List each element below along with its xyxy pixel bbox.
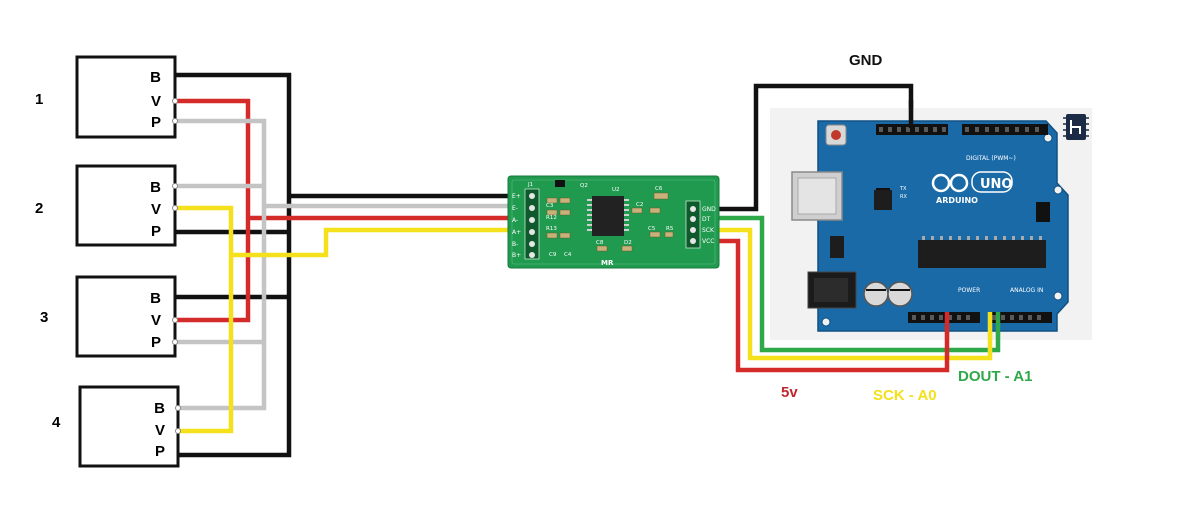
hx711-pin-label: SCK [702, 227, 715, 234]
atmega-chip [918, 240, 1046, 268]
wire-yellow-sck [705, 227, 993, 361]
hx711-pin-label: DT [702, 216, 711, 223]
hx711-pin-label: A+ [512, 229, 521, 236]
hx711-pin-label: VCC [702, 238, 714, 245]
component-label: R5 [666, 226, 674, 232]
5v-label: 5v [781, 384, 798, 401]
hx711-pin-label: B+ [512, 252, 521, 259]
wire-black-cell1-b [175, 72, 292, 458]
component-label: C8 [596, 240, 604, 246]
pin-label-b: B [154, 400, 165, 417]
arduino-model: UNO [980, 177, 1013, 192]
component-label: C3 [546, 203, 554, 209]
pin-label-p: P [151, 223, 161, 240]
wire-yellow-bus-a-plus [231, 227, 511, 258]
capacitor [863, 281, 889, 307]
hx711-pin-label: GND [702, 206, 716, 213]
component-label: U2 [612, 187, 620, 193]
pin-label-v: V [151, 312, 161, 329]
transistor-q2 [555, 180, 565, 187]
hx711-pin-label: E- [512, 205, 518, 212]
load-cell-number: 1 [35, 91, 43, 108]
chip-logo-icon [1063, 114, 1089, 140]
load-cell-3: 3 B V P [40, 275, 178, 358]
dout-label: DOUT - A1 [958, 368, 1032, 385]
component-label: C6 [655, 186, 663, 192]
pin-label-v: V [151, 93, 161, 110]
load-cell-4: 4 B V P [52, 385, 181, 468]
load-cell-1: 1 B V P [35, 55, 178, 139]
sck-label: SCK - A0 [873, 387, 937, 404]
wire-black-gnd [705, 83, 914, 212]
wire-yellow-cell2-v [175, 205, 234, 434]
component-label: D2 [624, 240, 632, 246]
hx711-pin-label: A- [512, 217, 518, 224]
pin-label-p: P [151, 334, 161, 351]
load-cell-number: 4 [52, 414, 61, 431]
component-label: C5 [648, 226, 656, 232]
capacitor [887, 281, 913, 307]
arduino-brand: ARDUINO [936, 196, 978, 205]
rx-label: RX [900, 194, 907, 200]
hx711-module: E+ E- A- A+ B- B+ GND DT SCK VCC [507, 175, 720, 269]
analog-header-label: ANALOG IN [1010, 287, 1043, 294]
reset-button-icon [831, 130, 841, 140]
pin-label-v: V [155, 422, 165, 439]
arduino-uno: DIGITAL (PWM~) TX RX ARDUINO UNO [770, 108, 1092, 340]
pin-label-p: P [155, 443, 165, 460]
pin-label-b: B [150, 69, 161, 86]
gnd-label: GND [849, 52, 883, 69]
pin-label-b: B [150, 179, 161, 196]
hx711-marking: MR [601, 259, 614, 267]
wire-gray-cell1-p [175, 118, 267, 411]
hx711-pin-label: E+ [512, 193, 521, 200]
pin-label-p: P [151, 114, 161, 131]
hx711-pin-label: B- [512, 241, 518, 248]
component-label: R13 [546, 226, 557, 232]
component-label: C4 [564, 252, 572, 258]
component-label: C2 [636, 202, 643, 208]
hx711-chip [592, 196, 624, 236]
digital-header-label: DIGITAL (PWM~) [966, 155, 1016, 162]
component-label: R12 [546, 215, 557, 221]
pin-label-b: B [150, 290, 161, 307]
wire-red-cell1-v [175, 98, 251, 323]
tx-label: TX [899, 186, 907, 192]
power-header-label: POWER [958, 287, 980, 294]
arduino-logo-icon [931, 173, 969, 193]
load-cell-number: 3 [40, 309, 48, 326]
pin-label-v: V [151, 201, 161, 218]
load-cell-2: 2 B V P [35, 164, 178, 247]
component-label: J1 [527, 182, 533, 188]
component-label: Q2 [580, 183, 588, 189]
load-cell-number: 2 [35, 200, 43, 217]
wire-red-vcc [705, 238, 950, 373]
component-label: C9 [549, 252, 557, 258]
